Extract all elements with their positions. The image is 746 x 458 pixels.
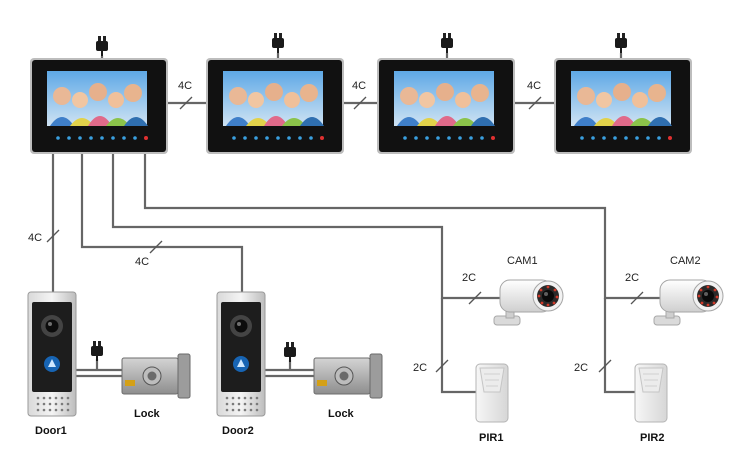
power-adapter-icon [96,36,108,56]
lock-1-label: Lock [134,408,161,420]
bullet-camera-1-icon [493,279,564,326]
cam1-label: CAM1 [507,255,538,267]
door-station-2-icon [216,291,266,417]
cable-label-4c: 4C [527,80,541,92]
power-adapter-icon [615,33,627,53]
pir2-label: PIR2 [640,432,664,444]
wiring [51,53,663,394]
power-adapter-icon [272,33,284,53]
pir-sensor-2-icon [634,363,668,423]
wire-monitor-cam2 [143,154,663,300]
door-station-1-icon [27,291,77,417]
door2-label: Door2 [222,425,254,437]
cable-label-2c: 2C [413,362,427,374]
bullet-camera-2-icon [653,279,724,326]
monitor-2-icon [206,58,344,154]
cable-label-2c: 2C [625,272,639,284]
monitor-4-icon [554,58,692,154]
power-adapter-icon [284,342,296,362]
wire-pir2 [603,298,637,394]
cable-ticks [46,96,644,373]
door1-label: Door1 [35,425,67,437]
wire-pir1 [440,298,478,394]
cable-label-4c: 4C [352,80,366,92]
lock-2-label: Lock [328,408,355,420]
electric-lock-1-icon [121,353,191,399]
power-adapter-icon [441,33,453,53]
cam2-label: CAM2 [670,255,701,267]
pir1-label: PIR1 [479,432,503,444]
cable-label-2c: 2C [462,272,476,284]
power-adapter-icon [91,341,103,361]
monitor-1-icon [30,58,168,154]
wire-monitor-door2 [80,154,244,292]
monitor-3-icon [377,58,515,154]
cable-label-2c: 2C [574,362,588,374]
wire-monitor-cam1 [111,154,503,300]
cable-label-4c: 4C [135,256,149,268]
labels: 4C 4C 4C 4C 4C 2C 2C 2C 2C CAM1 CAM2 [28,80,701,374]
cable-label-4c: 4C [28,232,42,244]
cable-label-4c: 4C [178,80,192,92]
pir-sensor-1-icon [475,363,509,423]
electric-lock-2-icon [313,353,383,399]
